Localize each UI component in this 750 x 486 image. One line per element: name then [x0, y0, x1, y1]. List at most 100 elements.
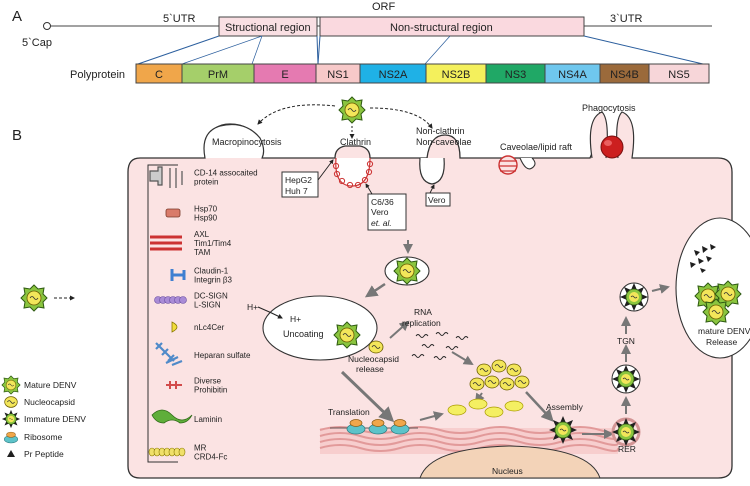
receptor-label: CD-14 assocaited — [194, 169, 258, 178]
golgi-vesicle-1 — [611, 364, 641, 394]
svg-text:H+: H+ — [290, 314, 301, 324]
utr5-label: 5`UTR — [163, 13, 195, 25]
receptor-label: Claudin-1 — [194, 267, 229, 276]
assembling-virus-icon — [548, 415, 578, 445]
receptor-7-icon — [166, 381, 182, 389]
macropinocytosis-ruffle — [203, 123, 265, 159]
orf-label: ORF — [372, 1, 396, 13]
receptor-label: Integrin β3 — [194, 276, 233, 285]
clathrin-coat — [332, 160, 374, 189]
receptor-6-icon — [155, 342, 183, 367]
legend-label: Mature DENV — [24, 380, 77, 390]
receptor-label: protein — [194, 178, 218, 187]
caveolae-vesicle — [498, 155, 518, 175]
structural-label: Structional region — [225, 22, 311, 34]
released-nucleocapsid-icon — [368, 340, 384, 354]
c636-box: C6/36 Vero et. al. — [365, 183, 407, 231]
pr-peptides — [690, 244, 716, 273]
macropinocytosis-label: Macropinocytosis — [212, 137, 282, 147]
nucleus — [419, 445, 601, 479]
receptor-label: Hsp90 — [194, 214, 218, 223]
receptor-8-icon — [151, 409, 193, 424]
svg-text:Vero: Vero — [371, 207, 389, 217]
hepg2-box: HepG2 Huh 7 — [281, 159, 334, 198]
release-vesicle: mature DENV Release — [675, 217, 750, 359]
endosome — [384, 256, 430, 286]
rer-vesicle — [611, 417, 641, 447]
segment-label-ns1: NS1 — [327, 69, 348, 81]
receptor-4-icon — [154, 296, 187, 304]
assembly-label: Assembly — [546, 402, 584, 412]
svg-text:Uncoating: Uncoating — [283, 329, 324, 339]
receptor-label: Tim1/Tim4 — [194, 239, 232, 248]
receptor-3-icon — [170, 269, 186, 281]
receptor-label: TAM — [194, 248, 211, 257]
mature-denv-icon — [1, 375, 21, 395]
panel-b-label: B — [12, 127, 22, 144]
clathrin-label: Clathrin — [340, 137, 371, 147]
receptor-9-icon — [148, 447, 186, 457]
segment-label-ns4a: NS4A — [558, 69, 587, 81]
segment-label-e: E — [281, 69, 288, 81]
receptor-1-icon — [165, 208, 181, 218]
svg-text:Release: Release — [706, 337, 737, 347]
receptor-shapes — [148, 166, 193, 457]
svg-text:C6/36: C6/36 — [371, 197, 394, 207]
arrow-to-macropinocytosis — [257, 104, 336, 125]
svg-text:et. al.: et. al. — [371, 218, 392, 228]
legend-label: Nucleocapsid — [24, 397, 75, 407]
svg-text:Vero: Vero — [428, 195, 446, 205]
receptor-label: nLc4Cer — [194, 323, 225, 332]
cap-label: 5`Cap — [22, 37, 52, 49]
svg-text:mature DENV: mature DENV — [698, 326, 750, 336]
segment-label-prm: PrM — [208, 69, 228, 81]
translation-label: Translation — [328, 407, 370, 417]
hplus-outer: H+ — [247, 302, 258, 312]
segment-label-ns3: NS3 — [505, 69, 526, 81]
legend-label: Ribosome — [24, 432, 63, 442]
nonclathrin-label-1: Non-clathrin — [416, 126, 465, 136]
nucleocapsid-release-2: release — [356, 364, 384, 374]
segment-label-c: C — [155, 69, 163, 81]
rna-label-1: RNA — [414, 307, 432, 317]
entering-virus-icon — [338, 96, 366, 124]
ribosome-icon — [3, 431, 19, 444]
receptor-label: Hsp70 — [194, 205, 218, 214]
nonstructural-label: Non-structural region — [390, 22, 493, 34]
nucleocapsid-release-1: Nucleocapsid — [348, 354, 399, 364]
phagocytosis-cup — [589, 111, 635, 159]
receptor-label: DC-SIGN — [194, 292, 228, 301]
phagocytosis-label: Phagocytosis — [582, 103, 636, 113]
segment-ns5 — [648, 63, 710, 84]
free-virus-icon — [20, 284, 48, 312]
uncoating-vesicle: H+ Uncoating — [257, 295, 378, 361]
rer-label: RER — [618, 444, 636, 454]
nucleocapsid-icon — [4, 396, 18, 408]
utr3-label: 3`UTR — [610, 13, 642, 25]
nonclathrin-invagination — [419, 157, 445, 185]
segment-label-ns5: NS5 — [668, 69, 689, 81]
receptor-0-icon — [149, 166, 183, 188]
segment-label-ns4b: NS4B — [610, 69, 639, 81]
svg-text:Huh 7: Huh 7 — [285, 186, 308, 196]
receptor-label: L-SIGN — [194, 301, 221, 310]
receptor-label: Diverse — [194, 377, 222, 386]
segment-label-ns2b: NS2B — [442, 69, 471, 81]
receptor-label: Heparan sulfate — [194, 351, 251, 360]
receptor-5-icon — [171, 321, 178, 333]
rna-strands — [411, 332, 469, 360]
tgn-label: TGN — [617, 336, 635, 346]
receptor-label: Prohibitin — [194, 386, 227, 395]
golgi-vesicle-2 — [619, 282, 649, 312]
receptor-label: MR — [194, 444, 207, 453]
receptor-labels: CD-14 assocaitedproteinHsp70Hsp90AXLTim1… — [194, 169, 258, 462]
receptor-label: AXL — [194, 230, 210, 239]
receptor-label: Laminin — [194, 415, 222, 424]
receptor-2-icon — [150, 235, 182, 251]
caveolae-label: Caveolae/lipid raft — [500, 142, 573, 152]
legend-label: Pr Peptide — [24, 449, 64, 459]
pr-peptide-icon — [7, 450, 15, 457]
nucleus-label: Nucleus — [492, 466, 523, 476]
